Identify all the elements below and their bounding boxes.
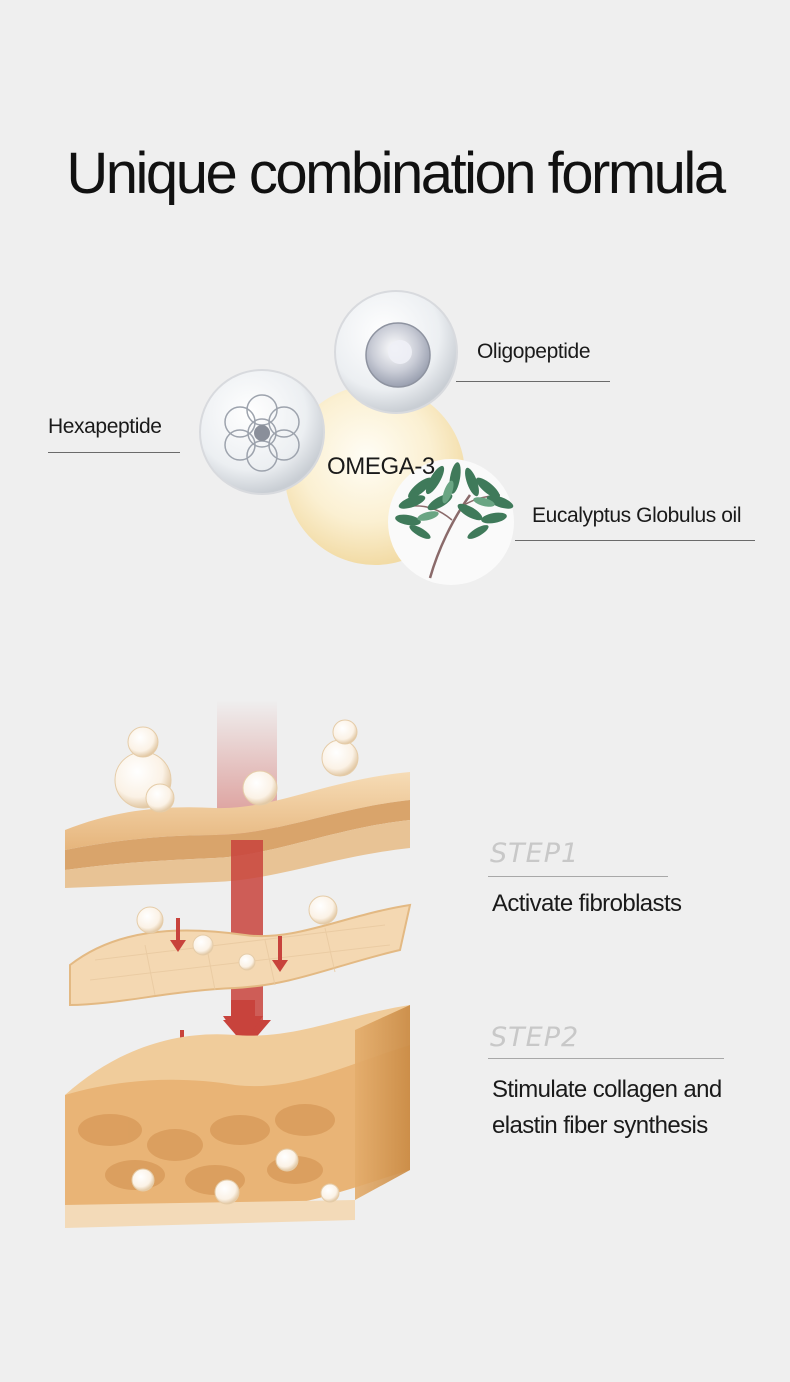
ingredient-label-oligopeptide: Oligopeptide [477, 340, 591, 363]
ingredients-illustration [199, 290, 514, 585]
ingredient-label-hexapeptide: Hexapeptide [48, 415, 162, 438]
hexapeptide-bubble [199, 369, 325, 495]
ingredient-label-eucalyptus: Eucalyptus Globulus oil [532, 504, 742, 527]
eucalyptus-illustration [388, 459, 514, 585]
oligopeptide-bubble [334, 290, 458, 414]
pearl-group [114, 719, 359, 1205]
step1-description: Activate fibroblasts [492, 890, 682, 917]
step1-label: STEP1 [490, 838, 580, 869]
step2-description-line2: elastin fiber synthesis [492, 1112, 708, 1139]
skin-layers-illustration [65, 700, 412, 1228]
hexapeptide-rule [48, 452, 180, 453]
step2-rule [488, 1058, 724, 1059]
step2-label: STEP2 [490, 1022, 580, 1053]
step2-description-line1: Stimulate collagen and [492, 1076, 722, 1103]
step1-rule [488, 876, 668, 877]
epidermis-layer [65, 772, 410, 888]
ingredient-label-omega3: OMEGA-3 [327, 453, 435, 480]
oligopeptide-rule [456, 381, 610, 382]
dermis-sheet [69, 903, 412, 1007]
eucalyptus-rule [515, 540, 755, 541]
page-title: Unique combination formula [66, 141, 726, 206]
